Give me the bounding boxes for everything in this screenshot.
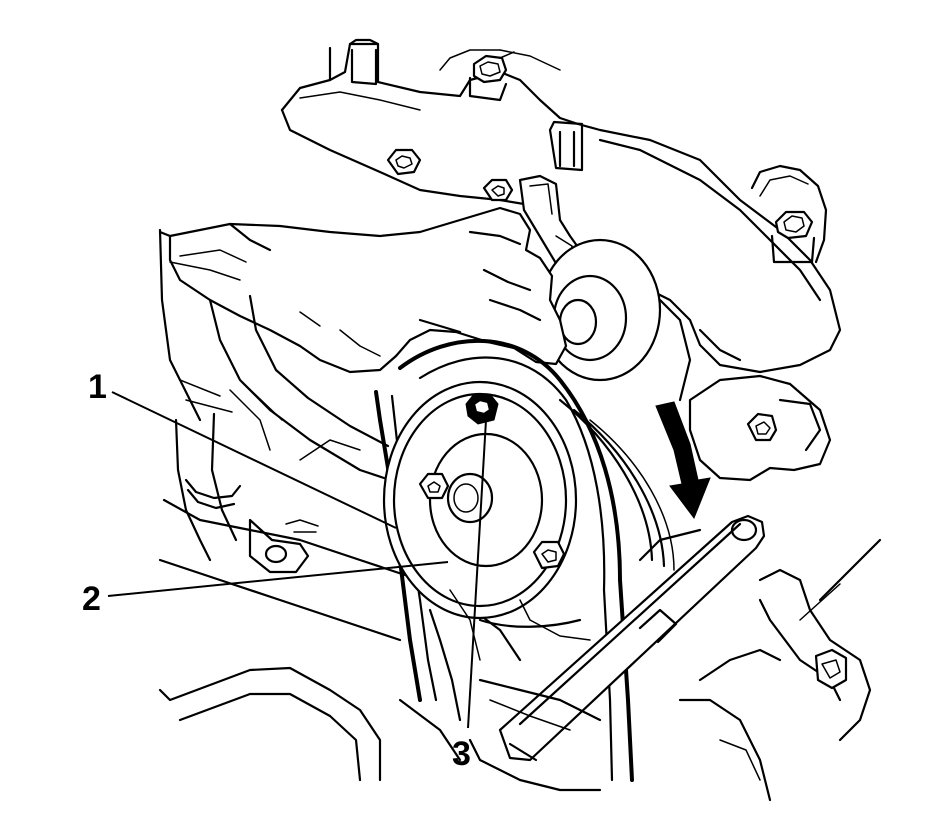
tensioner-tool <box>498 514 766 762</box>
callout-labels: 1 2 3 <box>82 368 471 773</box>
pulley-grooves <box>478 398 675 628</box>
hand <box>158 206 568 374</box>
leader-line-2 <box>107 561 449 597</box>
leader-line-1 <box>111 391 397 529</box>
top-bolt <box>468 51 515 102</box>
lower-engine-block <box>398 589 602 792</box>
callout-3: 3 <box>452 735 471 773</box>
left-engine-structure <box>158 228 522 782</box>
engine-upper-cover <box>280 38 842 374</box>
pulley-bolt-bottom <box>532 540 566 570</box>
idler-pulley <box>538 238 692 402</box>
callout-1: 1 <box>88 368 107 406</box>
right-bolt <box>750 164 828 264</box>
cover-bolt-middle <box>482 178 514 202</box>
callout-leaders <box>107 391 487 729</box>
callout-2: 2 <box>82 580 101 618</box>
leader-line-3 <box>467 419 487 729</box>
pulley-bolt-left <box>418 472 450 500</box>
coolant-hose <box>174 294 392 562</box>
pulley-bolt-top <box>465 393 499 425</box>
right-engine-components <box>638 328 882 802</box>
cover-bolt-left <box>386 148 422 176</box>
clockwise-arrow-icon <box>655 401 711 520</box>
